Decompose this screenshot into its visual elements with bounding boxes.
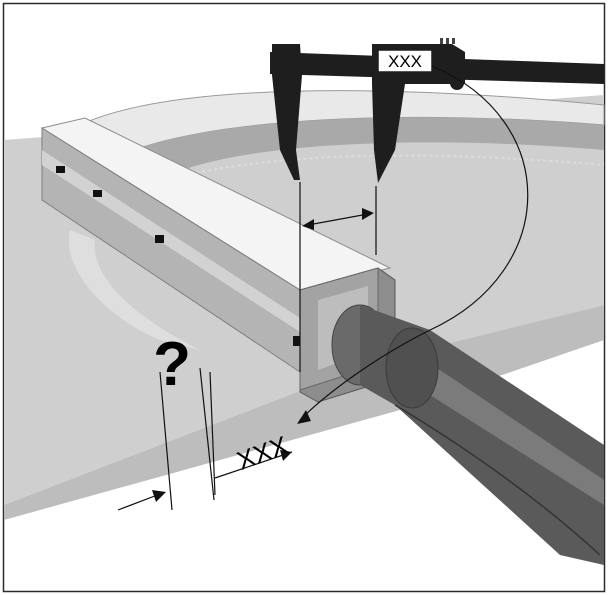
mounting-hole — [93, 190, 102, 197]
straight-profile — [40, 117, 392, 373]
unknown-gap-indicator: ? — [117, 330, 215, 511]
jaw-width-indicator — [299, 182, 377, 372]
leader-line — [299, 65, 529, 421]
leader-arrowhead — [297, 410, 311, 424]
cable — [331, 304, 604, 565]
unknown-gap-label: ? — [153, 330, 191, 399]
caliper-sliding-jaw — [372, 44, 465, 183]
curved-track — [68, 90, 605, 350]
caliper-display — [377, 49, 433, 73]
caliper-display-text: XXX — [388, 52, 422, 71]
mounting-hole — [293, 336, 302, 346]
mounting-hole — [56, 166, 65, 173]
mounting-hole — [155, 235, 164, 243]
caliper-fixed-jaw — [272, 44, 302, 180]
